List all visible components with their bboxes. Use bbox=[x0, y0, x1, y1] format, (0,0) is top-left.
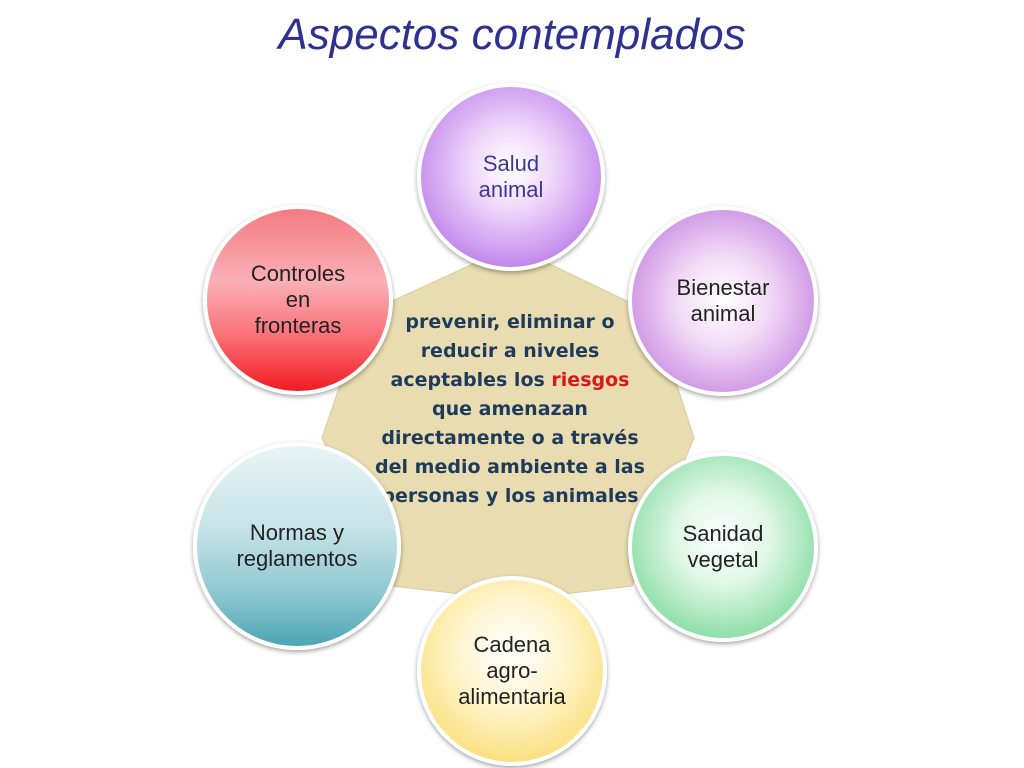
center-text-highlight: riesgos bbox=[551, 369, 630, 391]
circle-bienestar-animal: Bienestar animal bbox=[628, 206, 818, 396]
center-description: prevenir, eliminar o reducir a niveles a… bbox=[370, 308, 650, 511]
circle-label-bienestar: Bienestar animal bbox=[676, 275, 770, 326]
circle-label-normas: Normas y reglamentos bbox=[236, 520, 358, 571]
circle-cadena-agroalimentaria: Cadena agro- alimentaria bbox=[417, 576, 607, 766]
circle-salud-animal: Salud animal bbox=[417, 83, 605, 271]
circle-label-cadena: Cadena agro- alimentaria bbox=[458, 632, 566, 709]
circle-sanidad-vegetal: Sanidad vegetal bbox=[628, 452, 818, 642]
circle-label-controles: Controles en fronteras bbox=[250, 261, 346, 338]
circle-label-sanidad: Sanidad vegetal bbox=[682, 521, 764, 572]
center-text-before: prevenir, eliminar o reducir a niveles a… bbox=[390, 311, 615, 391]
slide-title: Aspectos contemplados bbox=[278, 10, 746, 59]
circle-controles-fronteras: Controles en fronteras bbox=[203, 205, 393, 395]
circle-label-salud: Salud animal bbox=[478, 151, 544, 202]
center-text-after: que amenazan directamente o a través del… bbox=[375, 398, 645, 507]
circle-normas-reglamentos: Normas y reglamentos bbox=[193, 442, 401, 650]
